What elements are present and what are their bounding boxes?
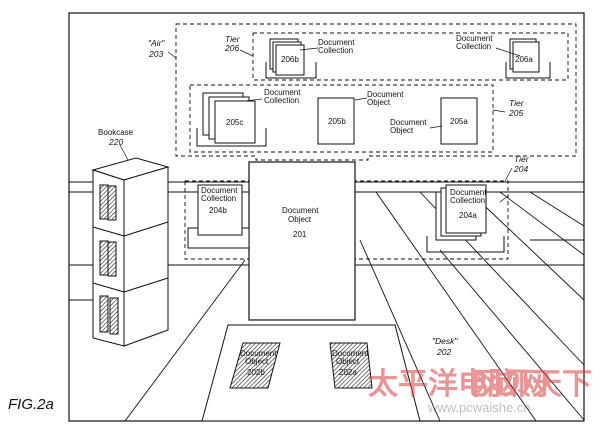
o201-obj: Object — [288, 215, 312, 224]
o202a-doc: Document — [332, 349, 369, 358]
o202a-id: 202a — [339, 368, 357, 377]
c204b-doc: Document — [201, 186, 238, 195]
o205a-obj: Object — [390, 126, 414, 135]
c206b-id: 206b — [281, 55, 299, 64]
air-region — [175, 23, 577, 161]
watermark-url: www.pcwaishe.cn — [427, 400, 531, 415]
c205c-id: 205c — [226, 118, 243, 127]
bookcase-number: 220 — [108, 137, 123, 147]
tier-204-label: Tier — [514, 154, 530, 164]
c205c-doc: Document — [264, 88, 301, 97]
document-object-201 — [248, 161, 356, 321]
tier-205-label: Tier — [509, 98, 525, 108]
o205b-doc: Document — [367, 90, 404, 99]
c204b-id: 204b — [209, 206, 227, 215]
tier-204-number: 204 — [513, 164, 528, 174]
bookcase — [91, 157, 170, 347]
c204a-doc: Document — [450, 188, 487, 197]
c206a-col: Collection — [456, 42, 491, 51]
leader-lines — [119, 47, 521, 203]
c204a-col: Collection — [450, 196, 485, 205]
o202b-id: 202b — [247, 368, 265, 377]
desk-number: 202 — [436, 347, 451, 357]
air-number: 203 — [148, 49, 163, 59]
c204b-col: Collection — [201, 194, 236, 203]
watermark-cn: 网贝天下 — [472, 367, 592, 402]
o202b-obj: Object — [245, 357, 269, 366]
collection-205c — [196, 92, 267, 147]
c204a-id: 204a — [459, 211, 477, 220]
watermark-brand: 太平洋电脑网 — [368, 367, 548, 402]
bookcase-label: Bookcase — [98, 128, 134, 137]
c206a-doc: Document — [456, 34, 493, 43]
tier-206-label: Tier — [225, 34, 241, 44]
o205b-id: 205b — [328, 117, 346, 126]
c206b-doc: Document — [318, 38, 355, 47]
tier-205-number: 205 — [508, 108, 523, 118]
document-object-205b — [317, 97, 355, 145]
o202b-doc: Document — [240, 349, 277, 358]
collection-204a — [426, 184, 505, 253]
figure-caption: FIG.2a — [8, 396, 54, 413]
tier-206-region — [252, 32, 569, 81]
o202a-obj: Object — [336, 357, 360, 366]
o201-id: 201 — [293, 230, 307, 239]
document-object-205a — [440, 97, 478, 145]
desk — [201, 324, 421, 422]
collection-204b — [187, 184, 250, 249]
watermark: 太平洋电脑网 网贝天下 www.pcwaishe.cn — [368, 367, 592, 415]
tier-206-number: 206 — [224, 43, 239, 53]
o205a-doc: Document — [390, 118, 427, 127]
floor-lines — [69, 181, 585, 422]
collection-206b — [265, 38, 317, 79]
tier-205-region — [189, 84, 494, 153]
c205c-col: Collection — [264, 96, 299, 105]
c206b-col: Collection — [318, 46, 353, 55]
collection-206a — [505, 38, 551, 79]
air-label: "Air" — [148, 38, 165, 48]
o205a-id: 205a — [450, 117, 468, 126]
desk-label: "Desk" — [432, 336, 458, 346]
c206a-id: 206a — [515, 55, 533, 64]
o201-doc: Document — [282, 206, 319, 215]
o205b-obj: Object — [367, 98, 391, 107]
